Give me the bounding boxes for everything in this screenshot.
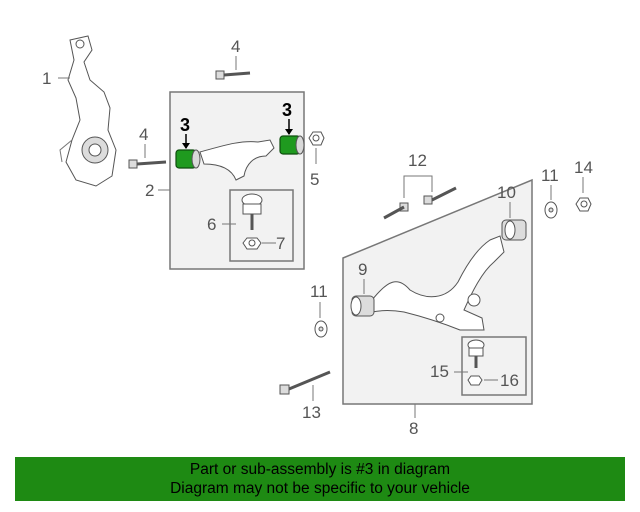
info-banner: Part or sub-assembly is #3 in diagram Di… [15,457,625,501]
bushing-3-left [175,149,201,169]
label-3-right: 3 [282,100,292,120]
banner-line-1: Part or sub-assembly is #3 in diagram [189,461,451,478]
label-15: 15 [430,362,449,381]
nut-16 [467,375,483,386]
ball-joint-box [229,189,294,262]
label-7: 7 [276,234,285,253]
label-14: 14 [574,158,593,177]
label-16: 16 [500,371,519,390]
bolt-4-left [128,159,167,169]
upper-control-arm [199,139,275,181]
label-5: 5 [310,170,319,189]
ball-joint-15 [467,339,485,368]
bushing-10 [501,219,527,241]
bushing-3-right [279,135,305,155]
label-11-right: 11 [541,166,559,185]
label-12: 12 [408,151,427,170]
banner-line-2: Diagram may not be specific to your vehi… [170,480,470,497]
bolt-13 [279,370,331,395]
bolt-4-top [215,70,251,80]
ball-joint-6 [241,193,263,230]
label-8: 8 [409,419,418,438]
steering-knuckle [59,35,117,187]
washer-11-right [544,201,558,219]
nut-5 [308,131,325,146]
lower-control-arm [371,235,505,331]
label-11-left: 11 [310,282,328,301]
label-6: 6 [207,215,216,234]
label-1: 1 [42,69,51,88]
parts-diagram: 1 4 4 2 3 3 6 7 [42,35,593,438]
label-2: 2 [145,181,154,200]
nut-7 [242,237,262,250]
label-4-left: 4 [139,125,148,144]
label-9: 9 [358,260,367,279]
bushing-9 [350,295,375,317]
label-3-left: 3 [180,115,190,135]
label-4-top: 4 [231,37,240,56]
label-13: 13 [302,403,321,422]
label-10: 10 [497,183,516,202]
bolts-12 [383,186,457,220]
nut-14 [575,197,592,212]
washer-11-left [314,320,328,338]
